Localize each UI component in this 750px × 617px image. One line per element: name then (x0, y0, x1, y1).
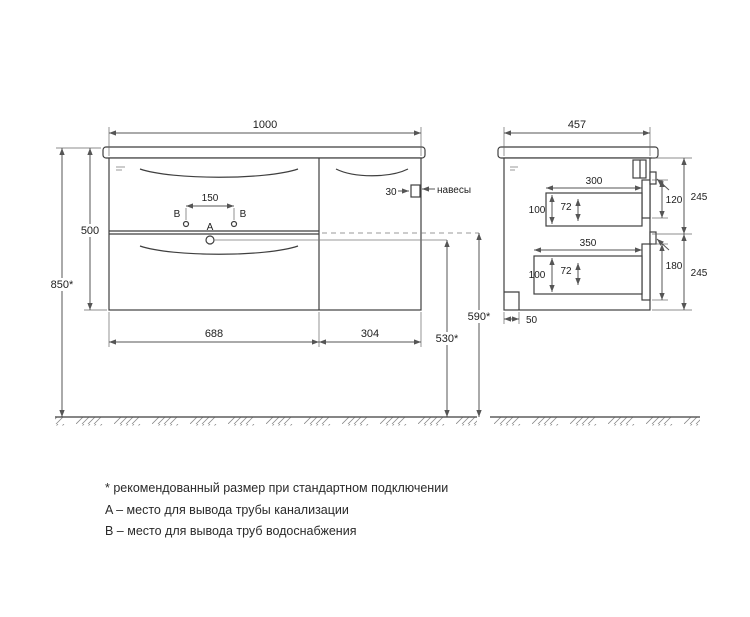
water-point-b-right (230, 220, 238, 228)
ground (55, 416, 700, 426)
dim-mount-height-value: 850* (51, 279, 74, 291)
dim-drain-height: 530* (431, 240, 463, 417)
dim-toe-kick: 50 (503, 312, 538, 326)
drawer1-handle (139, 168, 299, 178)
drawer2-handle (139, 245, 299, 255)
footnotes: * рекомендованный размер при стандартном… (105, 481, 448, 538)
footnote-recommended: * рекомендованный размер при стандартном… (105, 481, 448, 495)
lower-drawer-front (641, 243, 651, 301)
ground-hatch-right (490, 417, 700, 426)
dim-right-column: 120 245 180 245 (652, 157, 708, 311)
dim-depth-value: 457 (568, 119, 586, 131)
dim-mount-height: 850* (46, 148, 78, 417)
dim-upper-section-value: 245 (691, 192, 708, 203)
hinge-lower-leader (656, 238, 670, 251)
brand-mark-front (116, 166, 125, 171)
dim-cabinet-height: 500 (56, 147, 107, 311)
dim-hinge-offset: 30 (385, 187, 409, 198)
door-handle (335, 168, 409, 177)
dim-lower-drawer: 350 100 72 (529, 238, 642, 292)
dim-door-width-value: 304 (361, 328, 379, 340)
hinge-upper (649, 171, 657, 185)
dim-drain-height-value: 530* (436, 333, 459, 345)
dim-overflow-height: 590* (463, 233, 495, 417)
dim-lower-height-value: 100 (529, 270, 546, 281)
hinges-label: навесы (437, 185, 471, 196)
ground-hatch-left (55, 417, 477, 426)
brand-mark-side (510, 166, 518, 171)
label-a: A (207, 222, 214, 233)
hinges-callout: навесы (422, 185, 471, 196)
label-b-right: B (240, 209, 247, 220)
drain-point-a (205, 235, 215, 245)
dim-hinge-offset-value: 30 (385, 187, 397, 198)
dim-toe-kick-value: 50 (526, 315, 538, 326)
dim-upper-depth-value: 300 (586, 176, 603, 187)
lower-drawer-box (533, 255, 643, 295)
footnote-b: B – место для вывода труб водоснабжения (105, 524, 356, 538)
dim-pipe-spacing-value: 150 (202, 193, 219, 204)
dim-lower-rail-value: 72 (560, 266, 572, 277)
dim-lower-depth-value: 350 (580, 238, 597, 249)
dim-front-width-value: 1000 (253, 119, 277, 131)
dim-upper-rail-value: 72 (560, 202, 572, 213)
upper-drawer-front (641, 179, 651, 219)
upper-drawer-box (545, 192, 643, 227)
label-b-left: B (174, 209, 181, 220)
front-view: 1000 500 850* 150 B B A 30 (46, 119, 495, 417)
dim-overflow-height-value: 590* (468, 311, 491, 323)
dim-lower-front-value: 180 (666, 261, 683, 272)
countertop-side (497, 146, 659, 159)
dim-front-width: 1000 (108, 119, 422, 156)
dim-upper-front-value: 120 (666, 195, 683, 206)
dim-pipe-spacing: 150 B B A (174, 193, 247, 233)
plinth-step (504, 291, 520, 310)
dim-drawers-width-value: 688 (205, 328, 223, 340)
dim-drawers-width: 688 304 (108, 312, 422, 347)
dim-lower-section-value: 245 (691, 268, 708, 279)
side-view: 457 300 100 72 350 100 72 120 (497, 119, 708, 326)
footnote-a: A – место для вывода трубы канализации (105, 503, 349, 517)
dim-upper-height-value: 100 (529, 205, 546, 216)
countertop-front (102, 146, 426, 159)
dim-cabinet-height-value: 500 (81, 225, 99, 237)
dim-upper-drawer: 300 100 72 (529, 176, 642, 224)
door-hinge (410, 184, 421, 198)
water-point-b-left (182, 220, 190, 228)
hinge-upper-leader (656, 178, 670, 191)
dim-depth: 457 (503, 119, 651, 156)
